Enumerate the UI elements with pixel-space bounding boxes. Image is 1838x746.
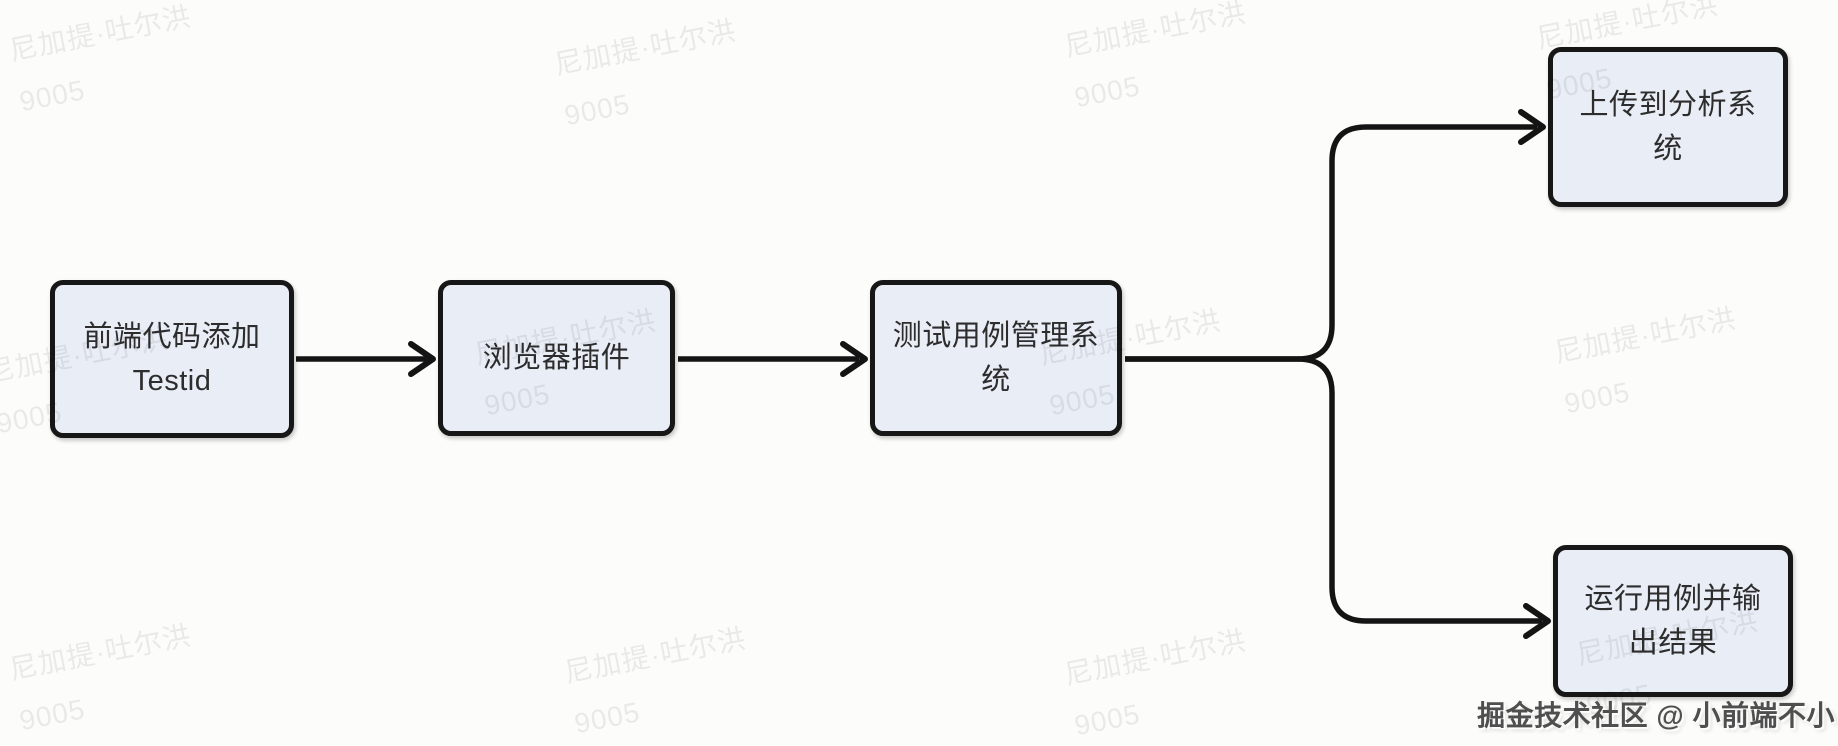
flow-node-browser-plugin: 浏览器插件 xyxy=(438,280,675,436)
arrow-right-icon xyxy=(840,341,868,377)
edge-testcase-to-run xyxy=(1125,356,1542,624)
flow-node-frontend-testid: 前端代码添加Testid xyxy=(50,280,294,438)
flow-node-label: 测试用例管理系统 xyxy=(892,319,1100,396)
arrow-right-icon xyxy=(1518,109,1546,145)
edge-testcase-to-upload xyxy=(1125,124,1537,362)
flow-node-label: 浏览器插件 xyxy=(482,341,631,374)
flow-node-label: 前端代码添加Testid xyxy=(83,320,261,397)
flow-node-label: 运行用例并输出结果 xyxy=(1584,582,1762,659)
arrow-right-icon xyxy=(1523,603,1551,639)
flow-node-run-cases-output: 运行用例并输出结果 xyxy=(1553,545,1793,697)
flow-node-testcase-management: 测试用例管理系统 xyxy=(870,280,1122,436)
flow-node-upload-analysis: 上传到分析系统 xyxy=(1548,47,1788,207)
arrow-right-icon xyxy=(408,341,436,377)
flow-node-label: 上传到分析系统 xyxy=(1579,88,1757,165)
attribution-text: 掘金技术社区 @ 小前端不小 xyxy=(1477,700,1835,731)
